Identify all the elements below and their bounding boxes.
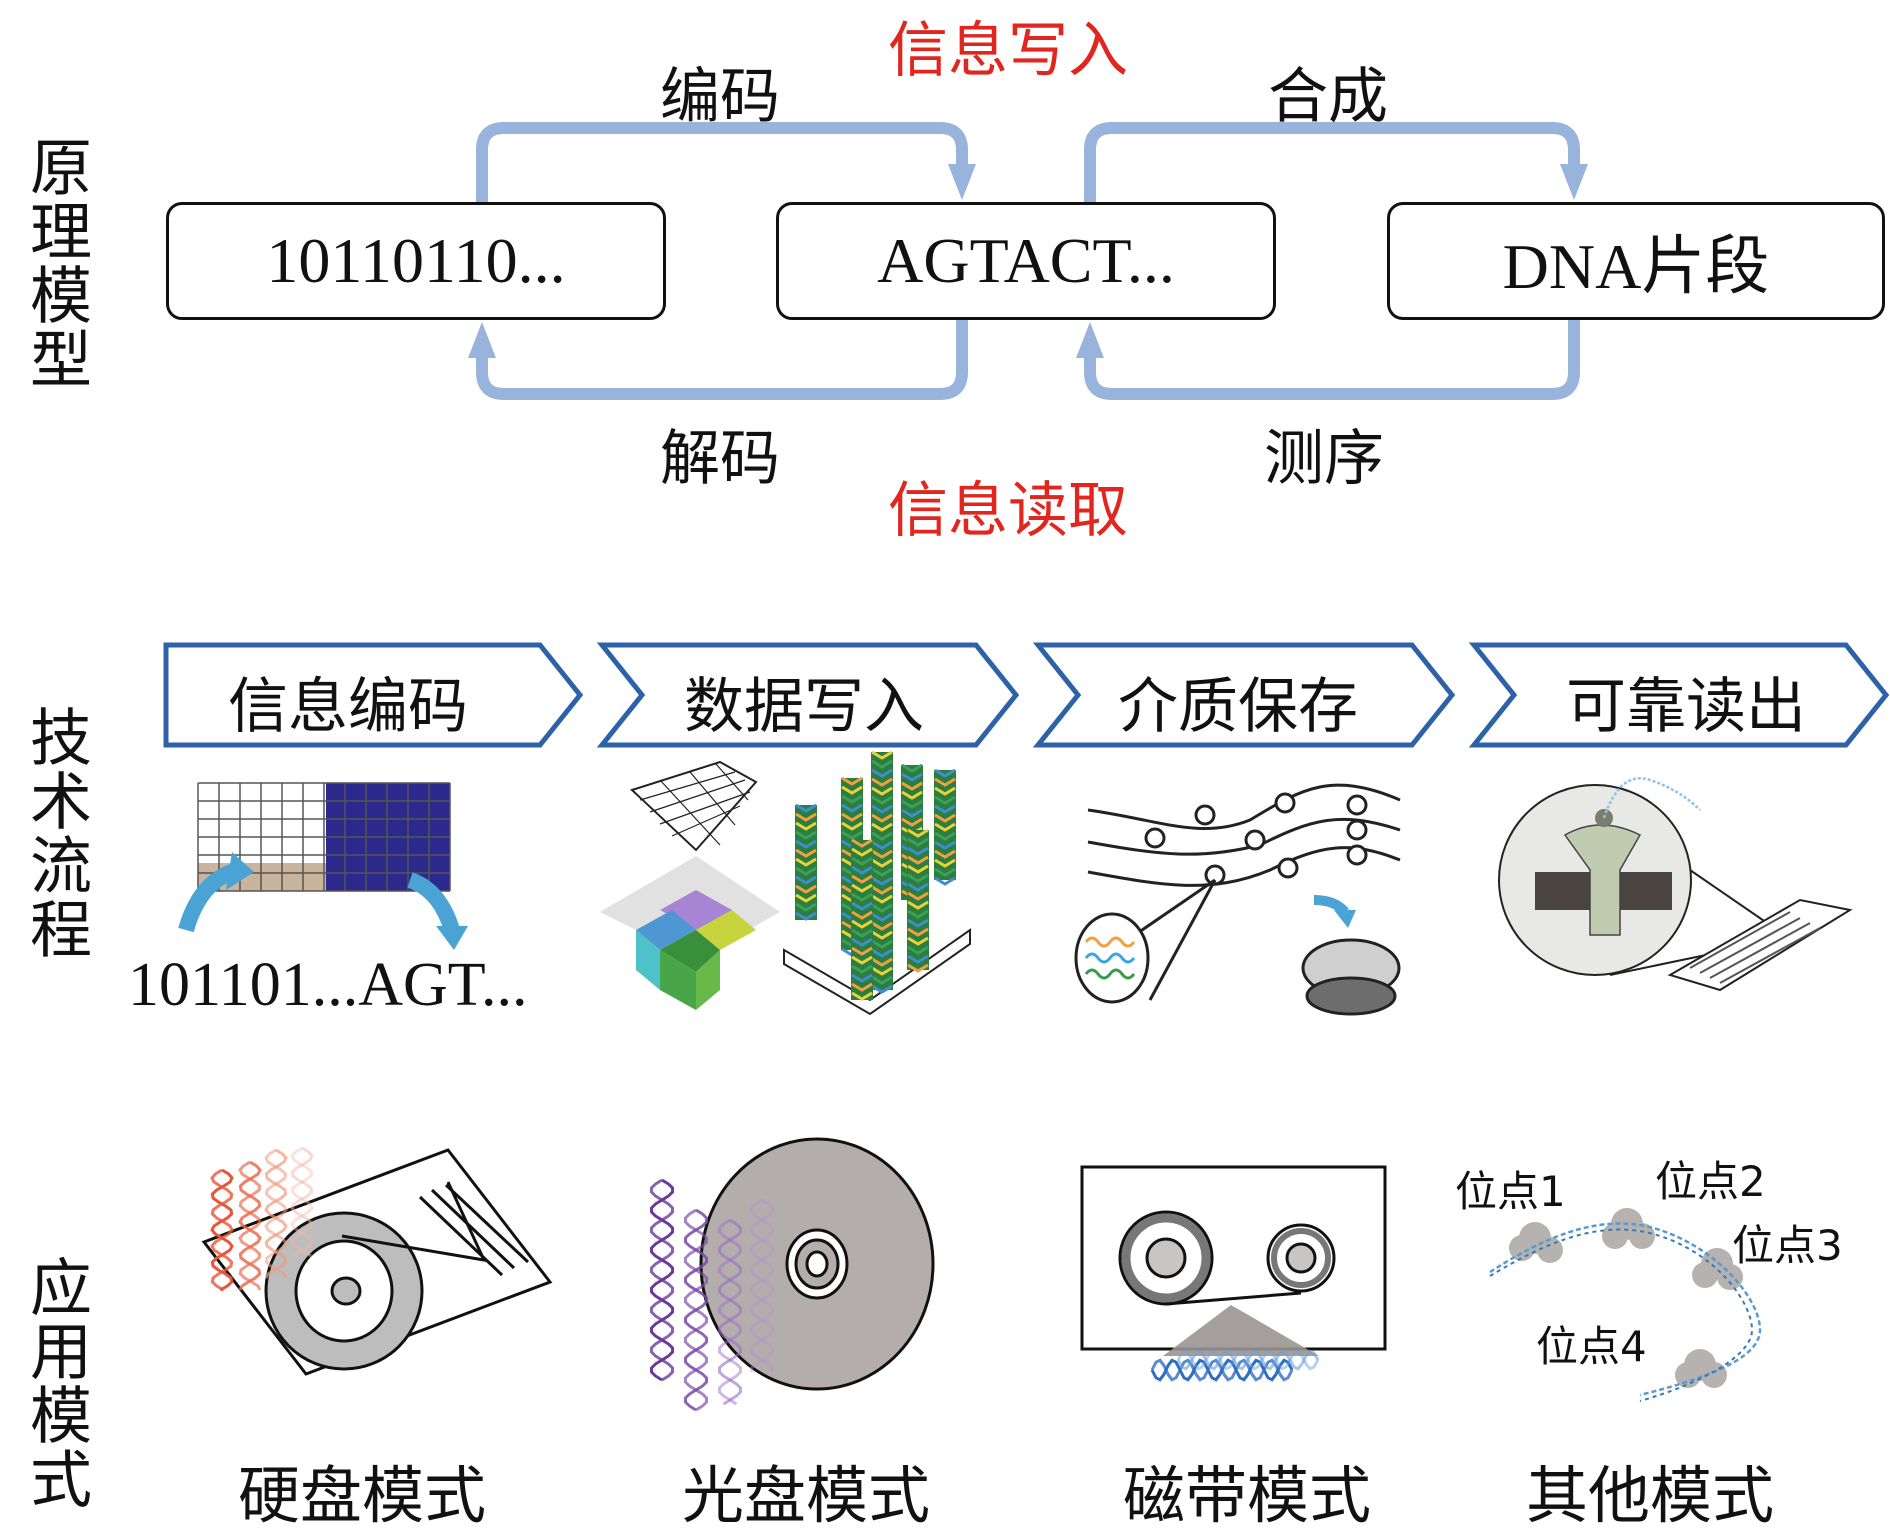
base-sequence-box: AGTACT... bbox=[776, 202, 1276, 320]
decode-label: 解码 bbox=[660, 424, 780, 494]
optical-disc-illustration bbox=[699, 1137, 935, 1391]
step-label-encoding: 信息编码 bbox=[228, 672, 468, 742]
sequence-label: 测序 bbox=[1264, 424, 1384, 494]
dna-helix bbox=[1176, 1349, 1320, 1371]
chevron-step-3 bbox=[1032, 642, 1456, 748]
mode-caption-tape: 磁带模式 bbox=[1122, 1459, 1371, 1532]
medium-storage-illustration bbox=[1074, 783, 1401, 1016]
dna-helix bbox=[210, 1168, 234, 1292]
tape-cassette-illustration bbox=[1080, 1165, 1387, 1356]
step-label-readout: 可靠读出 bbox=[1566, 672, 1806, 742]
dna-helix bbox=[238, 1160, 262, 1291]
dna-helix bbox=[290, 1146, 314, 1258]
dna-helix bbox=[750, 1198, 774, 1372]
chevron-step-1 bbox=[163, 642, 584, 748]
hard-disk-dna-strands bbox=[210, 1146, 314, 1292]
section-label-process: 技术流程 bbox=[19, 705, 92, 961]
section-label-text: 技术流程 bbox=[19, 705, 92, 961]
dna-helix bbox=[718, 1218, 742, 1406]
mode-caption-optical-disc: 光盘模式 bbox=[681, 1459, 930, 1532]
encode-curved-arrow-right bbox=[407, 872, 460, 933]
dna-helix bbox=[1176, 1349, 1320, 1371]
tape-dna-strands bbox=[1150, 1349, 1320, 1382]
dna-strand-columns bbox=[795, 750, 956, 1001]
site-label-3: 位点3 bbox=[1732, 1221, 1843, 1270]
sequence-arrow bbox=[1084, 320, 1580, 400]
section-label-application: 应用模式 bbox=[19, 1255, 92, 1511]
encode-arrowhead bbox=[948, 164, 976, 200]
encode-arrow bbox=[476, 122, 968, 202]
dna-helix bbox=[1150, 1358, 1294, 1382]
dna-helix bbox=[264, 1148, 288, 1279]
binary-text: 10110110... bbox=[266, 225, 566, 296]
synthesize-arrowhead bbox=[1560, 164, 1588, 200]
decode-arrow bbox=[476, 320, 968, 400]
dna-helix bbox=[684, 1208, 708, 1412]
section-label-text: 原理模型 bbox=[19, 135, 92, 391]
encoding-matrix-illustration bbox=[178, 782, 468, 950]
data-writing-illustration bbox=[600, 760, 971, 1016]
base-sequence-text: AGTACT... bbox=[877, 225, 1175, 296]
dna-helix bbox=[290, 1146, 314, 1258]
site-label-2: 位点2 bbox=[1655, 1157, 1766, 1206]
decode-arrowhead bbox=[468, 322, 496, 358]
strand-column bbox=[871, 752, 893, 990]
sequence-arrowhead bbox=[1076, 322, 1104, 358]
synthesize-arrow bbox=[1084, 122, 1580, 202]
mode-caption-hard-disk: 硬盘模式 bbox=[237, 1459, 486, 1532]
site-label-4: 位点4 bbox=[1536, 1322, 1647, 1371]
dna-fragment-text: DNA片段 bbox=[1502, 231, 1770, 302]
optical-disc-dna-strands bbox=[650, 1178, 774, 1412]
step-label-writing: 数据写入 bbox=[684, 672, 924, 742]
dna-helix bbox=[718, 1218, 742, 1406]
synthesize-label: 合成 bbox=[1268, 62, 1388, 132]
dna-helix bbox=[210, 1168, 234, 1292]
step-label-storage: 介质保存 bbox=[1118, 672, 1358, 742]
mode-caption-other: 其他模式 bbox=[1525, 1459, 1774, 1532]
dna-fragment-box: DNA片段 bbox=[1387, 202, 1885, 320]
info-read-label: 信息读取 bbox=[888, 476, 1128, 546]
dna-helix bbox=[750, 1198, 774, 1372]
dna-helix bbox=[264, 1148, 288, 1279]
encoding-example-text: 101101...AGT... bbox=[128, 951, 528, 1019]
section-label-text: 应用模式 bbox=[19, 1255, 92, 1511]
chevron-step-4 bbox=[1468, 642, 1890, 748]
dna-helix bbox=[238, 1160, 262, 1291]
section-label-principle-model: 原理模型 bbox=[19, 135, 92, 391]
chevron-step-2 bbox=[596, 642, 1020, 748]
dna-helix bbox=[650, 1178, 674, 1382]
encode-label: 编码 bbox=[660, 62, 780, 132]
binary-box: 10110110... bbox=[166, 202, 666, 320]
info-write-label: 信息写入 bbox=[888, 16, 1128, 86]
nanopore-readout-illustration bbox=[1498, 777, 1853, 992]
site-label-1: 位点1 bbox=[1455, 1167, 1566, 1216]
other-mode-illustration bbox=[1489, 1208, 1762, 1402]
